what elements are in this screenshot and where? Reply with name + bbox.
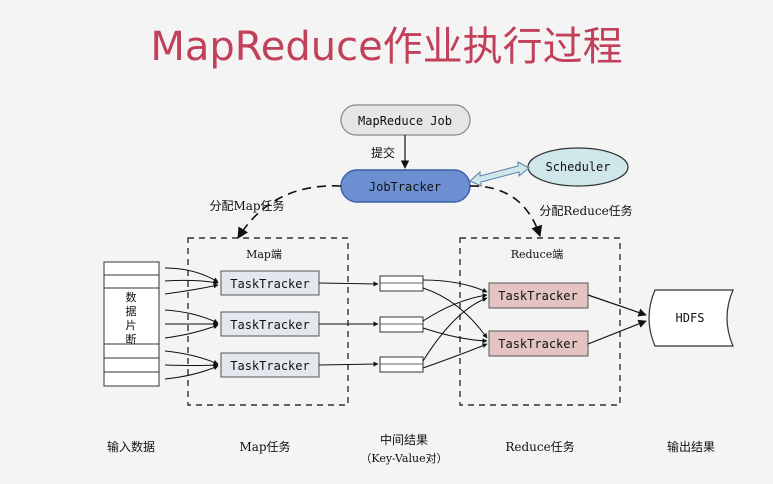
assign-map-label: 分配Map任务 [209,198,284,213]
caption-input: 输入数据 [107,439,155,454]
caption-map-tasks: Map任务 [239,439,290,454]
intermediate-buffer [379,316,424,333]
scheduler-link [469,161,530,187]
caption-intermediate: 中间结果 [380,432,428,447]
reduce-side-box [459,237,621,406]
input-data-stack: 数 据 片 断 [103,261,160,387]
intermediate-buffer [379,356,424,373]
input-to-map-arrows [164,267,219,380]
reduce-tasktracker: TaskTracker [488,330,589,357]
assign-reduce-label: 分配Reduce任务 [539,203,632,218]
assign-reduce-arrow [469,185,543,238]
hdfs-storage: HDFS [648,289,734,347]
mapreduce-job-node: MapReduce Job [340,104,471,136]
split-char: 据 [126,304,137,318]
job-label: MapReduce Job [358,114,452,128]
svg-text:TaskTracker: TaskTracker [498,337,577,351]
hdfs-label: HDFS [676,311,705,325]
submit-label: 提交 [371,145,395,160]
intermediate-buffer [379,275,424,292]
reduce-tasktracker: TaskTracker [488,282,589,309]
split-char: 断 [126,332,137,346]
caption-key-value: （Key-Value对） [360,451,447,465]
reduce-to-hdfs-arrows [587,294,647,345]
jobtracker-label: JobTracker [369,180,441,194]
svg-text:TaskTracker: TaskTracker [230,359,309,373]
map-side-label: Map端 [246,248,282,261]
scheduler-label: Scheduler [545,160,610,174]
caption-output: 输出结果 [667,439,715,454]
scheduler-node: Scheduler [527,147,629,187]
map-side-box [187,237,349,406]
svg-text:TaskTracker: TaskTracker [498,289,577,303]
reduce-side-label: Reduce端 [511,248,564,261]
map-tasktracker: TaskTracker [220,311,320,337]
shuffle-arrows [422,279,488,369]
split-char: 数 [126,291,137,304]
split-char: 片 [126,319,137,332]
map-to-intermediate-arrows [318,281,379,367]
map-tasktracker: TaskTracker [220,270,320,296]
svg-text:TaskTracker: TaskTracker [230,277,309,291]
jobtracker-node: JobTracker [340,169,471,203]
svg-text:TaskTracker: TaskTracker [230,318,309,332]
page-title: MapReduce作业执行过程 [150,24,623,70]
caption-reduce-tasks: Reduce任务 [505,439,574,454]
map-tasktracker: TaskTracker [220,352,320,378]
assign-map-arrow [237,185,342,239]
